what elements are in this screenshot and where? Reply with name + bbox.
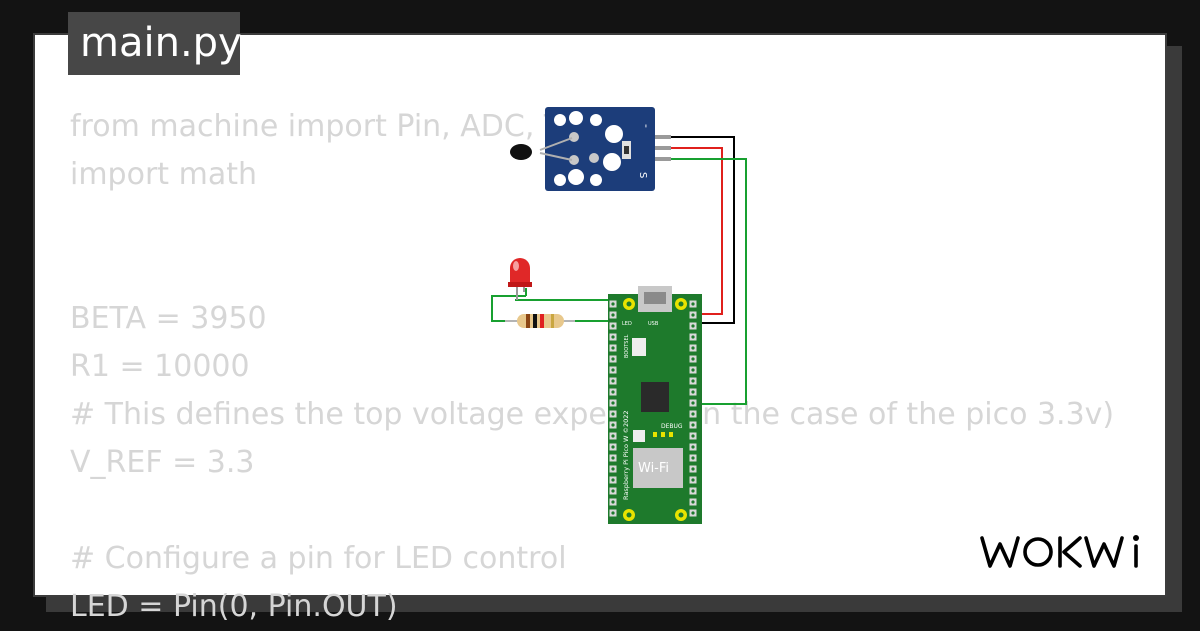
code-line: LED = Pin(0, Pin.OUT) bbox=[70, 589, 398, 624]
header-pin-hole bbox=[611, 467, 615, 471]
code-line: V_REF = 3.3 bbox=[70, 445, 255, 480]
pico-pins-right[interactable] bbox=[689, 300, 697, 517]
usb-label: USB bbox=[648, 321, 659, 327]
header-pin-hole bbox=[611, 368, 615, 372]
header-pin-hole bbox=[691, 313, 695, 317]
header-pin-hole bbox=[611, 335, 615, 339]
header-pin-hole bbox=[691, 467, 695, 471]
board-label: Raspberry Pi Pico W ©2022 bbox=[622, 410, 630, 500]
header-pin-hole bbox=[691, 489, 695, 493]
header-pin-hole bbox=[691, 456, 695, 460]
header-pin-hole bbox=[611, 357, 615, 361]
header-pin-hole bbox=[611, 445, 615, 449]
header-pin-hole bbox=[611, 302, 615, 306]
wire-green-sensor[interactable] bbox=[671, 158, 747, 405]
wifi-label: Wi-Fi bbox=[638, 461, 669, 476]
header-pin-hole bbox=[691, 346, 695, 350]
header-pin-hole bbox=[611, 456, 615, 460]
code-line: # Configure a pin for LED control bbox=[70, 541, 567, 576]
header-pin-hole bbox=[611, 324, 615, 328]
header-pin-hole bbox=[691, 379, 695, 383]
header-pin-hole bbox=[611, 412, 615, 416]
header-pin-hole bbox=[691, 302, 695, 306]
bootsel-label: BOOTSEL bbox=[624, 334, 630, 358]
pico-pins-left[interactable] bbox=[609, 300, 617, 517]
wokwi-logo bbox=[980, 535, 1139, 568]
header-pin-hole bbox=[691, 368, 695, 372]
header-pin-hole bbox=[691, 401, 695, 405]
wire-red[interactable] bbox=[671, 147, 723, 315]
header-pin-hole bbox=[691, 412, 695, 416]
sensor-pin-signal-label: S bbox=[637, 172, 648, 178]
debug-label: DEBUG bbox=[661, 423, 683, 430]
header-pin-hole bbox=[691, 357, 695, 361]
header-pin-hole bbox=[611, 511, 615, 515]
code-line: BETA = 3950 bbox=[70, 301, 267, 336]
header-pin-hole bbox=[691, 390, 695, 394]
red-led[interactable] bbox=[508, 258, 532, 300]
header-pin-hole bbox=[611, 379, 615, 383]
header-pin-hole bbox=[611, 500, 615, 504]
header-pin-hole bbox=[691, 511, 695, 515]
header-pin-hole bbox=[691, 335, 695, 339]
resistor[interactable] bbox=[517, 314, 564, 328]
header-pin-hole bbox=[611, 401, 615, 405]
header-pin-hole bbox=[691, 500, 695, 504]
led-label: LED bbox=[622, 321, 632, 327]
header-pin-hole bbox=[691, 445, 695, 449]
header-pin-hole bbox=[611, 434, 615, 438]
filename-tab[interactable]: main.py bbox=[68, 12, 242, 75]
header-pin-hole bbox=[691, 478, 695, 482]
header-pin-hole bbox=[691, 324, 695, 328]
header-pin-hole bbox=[691, 434, 695, 438]
wire-black[interactable] bbox=[671, 136, 735, 324]
header-pin-hole bbox=[691, 423, 695, 427]
header-pin-hole bbox=[611, 478, 615, 482]
header-pin-hole bbox=[611, 390, 615, 394]
code-line: R1 = 10000 bbox=[70, 349, 250, 384]
header-pin-hole bbox=[611, 313, 615, 317]
code-line: import math bbox=[70, 157, 257, 192]
header-pin-hole bbox=[611, 346, 615, 350]
ntc-sensor-module[interactable]: - S bbox=[510, 107, 671, 191]
header-pin-hole bbox=[611, 423, 615, 427]
sensor-pin-minus-label: - bbox=[640, 124, 653, 128]
raspberry-pi-pico-w[interactable]: LED USB DEBUG BOOTSEL Raspberry Pi Pico … bbox=[608, 286, 702, 524]
header-pin-hole bbox=[611, 489, 615, 493]
